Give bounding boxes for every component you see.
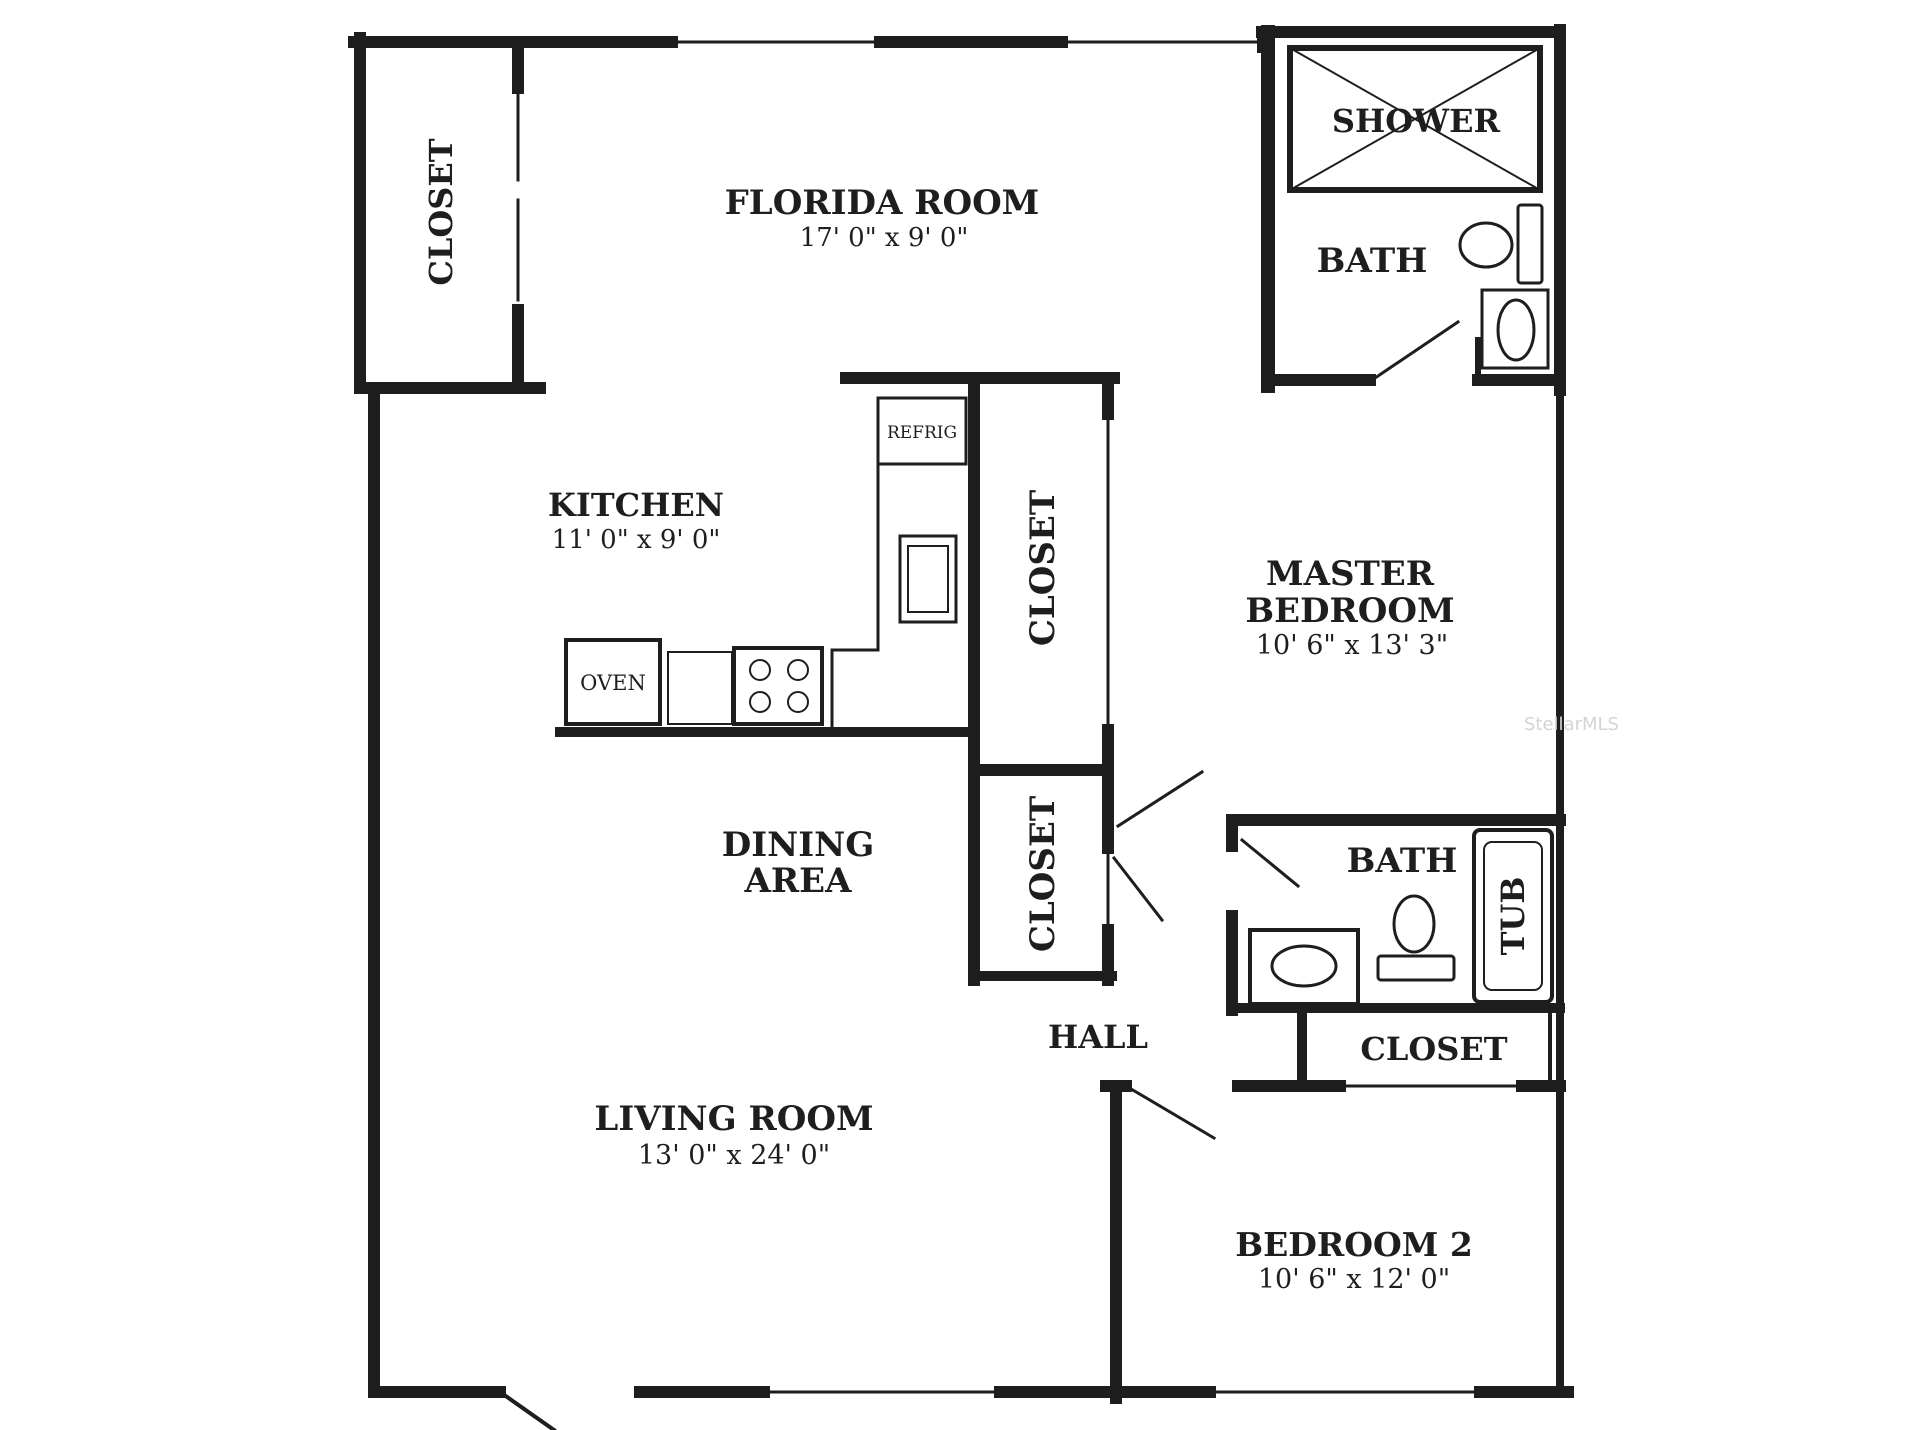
refrigerator-box	[876, 396, 968, 466]
hall-closet-upper-label: CLOSET	[1023, 490, 1063, 646]
door-bath2	[1239, 837, 1301, 889]
burner-1-icon	[749, 659, 771, 681]
walls	[348, 24, 1574, 1430]
living-room-label: LIVING ROOM	[594, 1099, 873, 1139]
master-bedroom-label-2: BEDROOM	[1245, 591, 1454, 631]
shower-diagonal-2	[1289, 47, 1541, 191]
florida-room-label: FLORIDA ROOM	[725, 183, 1040, 223]
florida-room-dims: 17' 0" x 9' 0"	[800, 223, 969, 253]
sink-inner	[907, 545, 949, 613]
master-sink-icon	[1496, 298, 1536, 362]
oven-label: OVEN	[580, 671, 646, 695]
bath2-toilet-icon	[1392, 894, 1436, 954]
bedroom-2-dims: 10' 6" x 12' 0"	[1258, 1264, 1450, 1295]
bath2-sink-icon	[1270, 944, 1338, 988]
burner-3-icon	[749, 691, 771, 713]
burner-2-icon	[787, 659, 809, 681]
door-mbath	[1372, 319, 1461, 381]
master-bath-label: BATH	[1317, 241, 1428, 281]
shower-label: SHOWER	[1332, 102, 1501, 140]
hall-closet-lower-label: CLOSET	[1023, 796, 1063, 952]
bedroom-2-closet-label: CLOSET	[1360, 1030, 1507, 1068]
refrigerator-label: REFRIG	[887, 423, 957, 443]
tub-box	[1472, 828, 1554, 1004]
florida-closet-label: CLOSET	[422, 138, 460, 285]
bath2-toilet-tank-icon	[1376, 954, 1456, 982]
oven-box	[564, 638, 662, 726]
dining-area-label-2: AREA	[744, 861, 853, 901]
shower-box	[1287, 45, 1543, 193]
vanity-box	[1248, 928, 1360, 1006]
labels: FLORIDA ROOM 17' 0" x 9' 0" CLOSET KITCH…	[422, 102, 1619, 1295]
kitchen-counter	[830, 464, 880, 730]
sink-outer	[898, 534, 958, 624]
entry-door	[497, 1389, 557, 1430]
master-toilet-icon	[1458, 221, 1514, 269]
watermark: StellarMLS	[1524, 714, 1619, 735]
master-toilet-tank-icon	[1516, 203, 1544, 285]
living-room-dims: 13' 0" x 24' 0"	[638, 1140, 830, 1171]
tub-label: TUB	[1494, 877, 1532, 956]
master-bedroom-label-1: MASTER	[1266, 554, 1435, 594]
burner-4-icon	[787, 691, 809, 713]
bath-2-label: BATH	[1347, 841, 1458, 881]
counter-segment	[667, 651, 733, 725]
door-bedroom-2	[1123, 1083, 1217, 1141]
dining-area-label-1: DINING	[722, 825, 875, 865]
hall-label: HALL	[1048, 1018, 1148, 1056]
door-hall-closet	[1111, 855, 1165, 923]
fixtures	[564, 45, 1554, 1006]
bedroom-2-label: BEDROOM 2	[1235, 1225, 1473, 1264]
door-master-bedroom	[1115, 769, 1205, 829]
master-bedroom-dims: 10' 6" x 13' 3"	[1256, 630, 1448, 661]
tub-inner	[1483, 841, 1543, 991]
kitchen-dims: 11' 0" x 9' 0"	[552, 525, 721, 555]
stove-box	[732, 646, 824, 726]
kitchen-label: KITCHEN	[548, 486, 724, 524]
master-sink-box	[1480, 288, 1550, 370]
